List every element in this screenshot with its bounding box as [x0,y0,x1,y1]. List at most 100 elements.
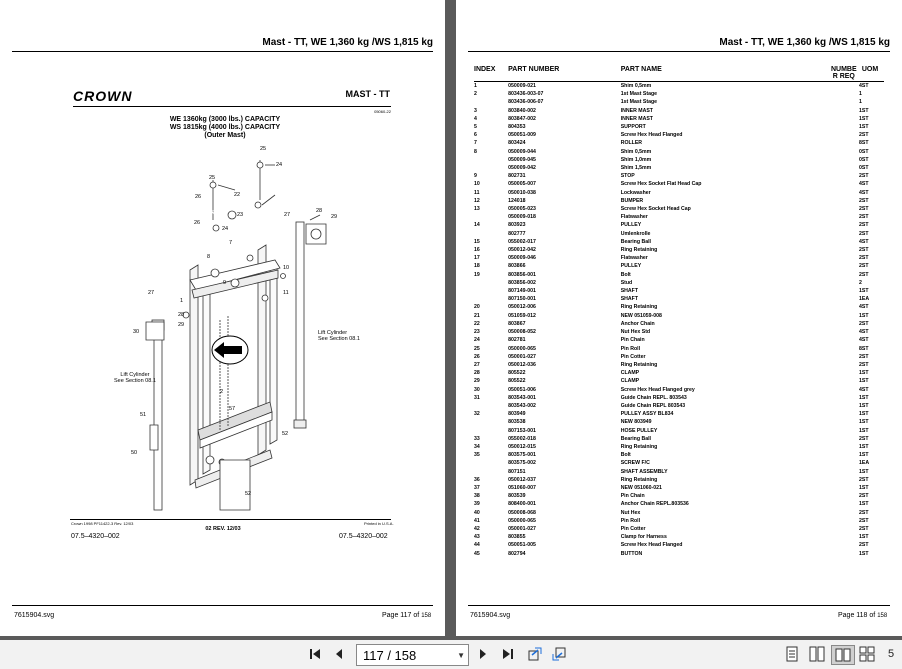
continuous-view-button[interactable] [807,645,827,663]
cell-index: 8 [474,148,477,155]
cell-uom: ST [861,107,869,114]
cell-part-number: 805522 [508,370,526,377]
footer-page-total: 158 [421,613,432,619]
last-page-button[interactable] [497,645,519,663]
cell-index [474,418,508,426]
cell-part-number: 055002-018 [508,435,536,442]
cell-number-req: 2 [858,542,862,549]
cell-part-name: Nut Hex Std [620,329,651,336]
cell-number-req: 2 [858,271,862,278]
cell-part-name: Screw Hex Socket Flat Head Cap [620,181,702,188]
cell-part-name: STOP [620,173,635,180]
cell-uom: ST [861,263,869,270]
cell-number-req: 1 [858,501,862,508]
part-label: 28 [316,208,323,214]
cell-number-req: 4 [858,304,862,311]
cell-number-req: 1 [858,296,862,303]
footer-page-text: Page 118 of [838,612,876,619]
part-label: 24 [222,226,229,232]
cell-uom: ST [861,534,869,541]
lift-cylinder-note-right: Lift Cylinder See Section 08.1 [318,330,360,342]
single-page-view-button[interactable] [783,645,801,663]
cell-index: 9 [474,173,477,180]
next-page-button[interactable] [472,645,494,663]
part-label: 25 [260,146,267,152]
zoom-indicator[interactable]: 5 [887,648,895,660]
cell-part-name: Flatwasher [620,214,648,221]
cell-number-req: 0 [858,156,862,163]
cell-part-number: 050008-052 [508,329,536,336]
cell-index: 16 [474,247,480,254]
page-number-select[interactable]: 117 / 158 ▼ [356,644,469,666]
cell-uom: ST [861,115,869,122]
col-uom: UOM [861,66,884,82]
col-part-number: PART NUMBER [508,66,621,82]
previous-page-button[interactable] [328,645,350,663]
cell-part-number: 803436-006-07 [508,99,544,106]
two-page-view-button[interactable] [831,645,855,665]
first-page-button[interactable] [304,645,326,663]
cell-number-req: 8 [858,345,862,352]
cell-part-name: Pin Roll [620,345,641,352]
cell-number-req: 1 [858,107,862,114]
diagram-bottom-rule [70,519,391,520]
cell-number-req: 2 [858,255,862,262]
cell-part-name: Anchor Chain [620,320,655,327]
cell-part-number: 803538 [508,419,526,426]
cell-uom: ST [861,345,869,352]
cell-index [474,98,508,106]
capacity-line: WE 1360kg (3000 lbs.) CAPACITY [169,116,281,123]
cell-number-req: 1 [858,452,862,459]
capacity-caption: WE 1360kg (3000 lbs.) CAPACITY WS 1815kg… [120,116,330,140]
cell-part-number: 055002-017 [508,238,536,245]
cell-part-number: 803949 [508,411,526,418]
cell-index: 44 [474,542,480,549]
cell-number-req: 0 [858,165,862,172]
cell-uom: ST [861,378,869,385]
cell-part-number: 050000-065 [508,345,536,352]
cell-index [474,427,508,435]
cell-uom: ST [861,493,869,500]
cell-index: 28 [474,370,480,377]
cell-uom: ST [861,206,869,213]
cell-uom: ST [861,411,869,418]
cell-part-name: NEW 051060-021 [620,484,662,491]
cell-number-req: 2 [858,476,862,483]
cell-part-name: Clamp for Harness [620,534,667,541]
cell-part-number: 803856-001 [508,271,536,278]
part-label: 11 [283,290,289,296]
part-label: 51 [140,412,147,418]
cell-part-name: Flatwasher [620,255,648,262]
cell-number-req: 2 [858,525,862,532]
chevron-down-icon: ▼ [457,650,465,660]
cell-uom: ST [861,427,869,434]
forward-view-icon [552,647,566,661]
go-back-button[interactable] [524,645,546,663]
note-line: See Section 08.1 [114,378,156,384]
cell-index: 18 [474,263,480,270]
cell-part-number: 803856-002 [508,279,536,286]
cell-index: 3 [474,107,477,114]
cell-part-name: Pin Roll [620,517,641,524]
cell-index: 24 [474,337,480,344]
two-page-continuous-button[interactable] [857,645,877,663]
cell-part-number: 803866 [508,263,526,270]
cell-part-number: 050008-068 [508,509,536,516]
cell-part-name: Shim 1,5mm [620,165,652,172]
go-forward-button[interactable] [548,645,570,663]
cell-part-name: SHAFT ASSEMBLY [620,468,668,475]
cell-part-name: Ring Retaining [620,443,658,450]
part-label: 26 [195,194,202,200]
cell-uom: ST [861,525,869,532]
col-number-req: NUMBE R REQ [825,66,862,82]
cell-number-req: 4 [858,181,862,188]
